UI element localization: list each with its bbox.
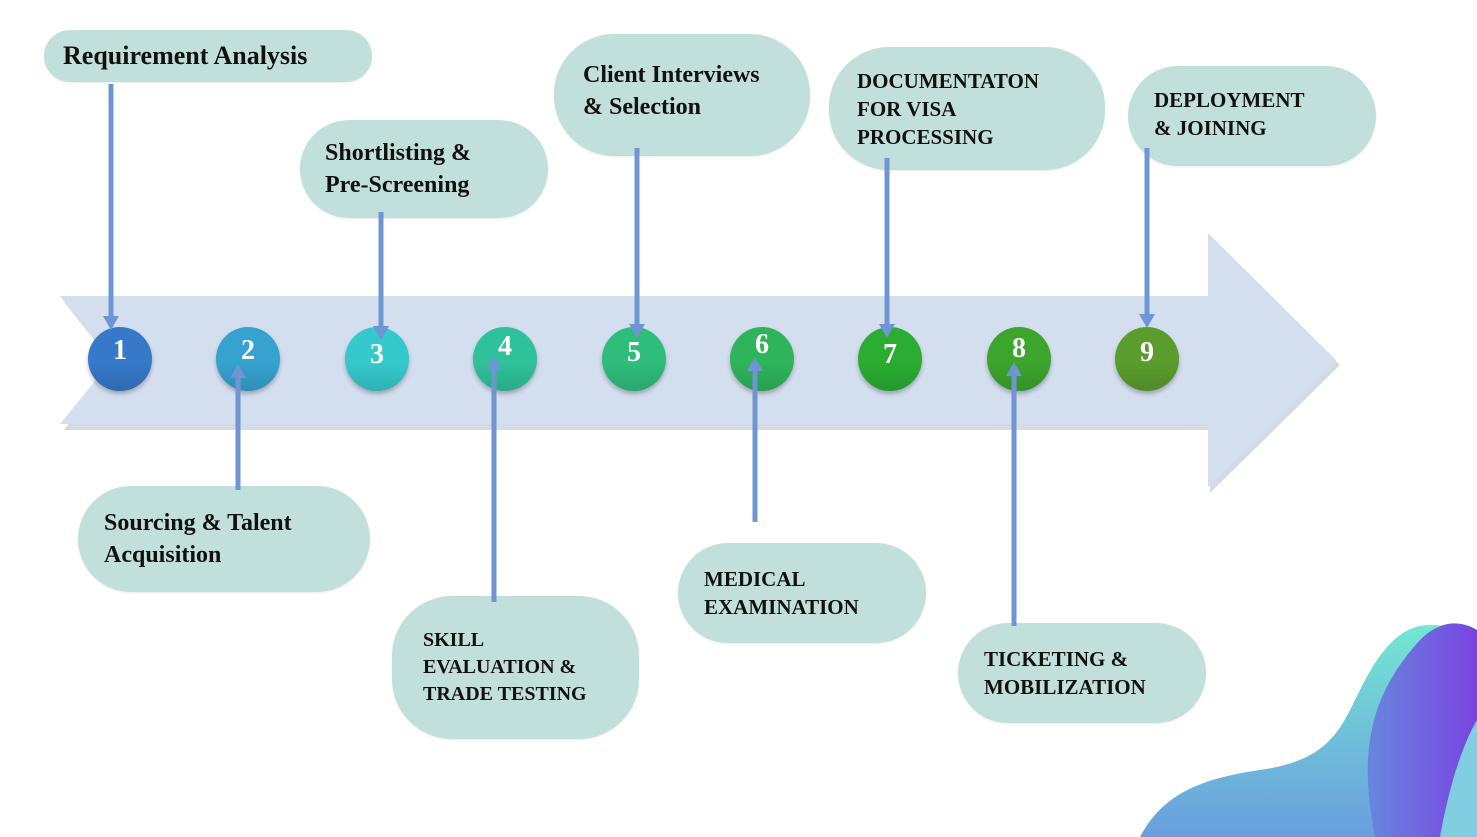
- step-label-text-2: Sourcing & Talent Acquisition: [104, 510, 292, 568]
- step-node-9: 9: [1115, 327, 1179, 391]
- step-label-text-6: MEDICAL EXAMINATION: [704, 567, 859, 619]
- connector-arrowhead-icon-2: [230, 364, 246, 378]
- step-number-8: 8: [1012, 333, 1026, 364]
- step-number-2: 2: [241, 335, 255, 366]
- step-number-7: 7: [883, 339, 897, 370]
- step-label-6: MEDICAL EXAMINATION: [678, 543, 926, 643]
- step-label-8: TICKETING & MOBILIZATION: [958, 623, 1206, 723]
- step-label-text-4: SKILL EVALUATION & TRADE TESTING: [423, 629, 587, 705]
- step-label-text-1: Requirement Analysis: [63, 41, 308, 70]
- step-number-9: 9: [1140, 337, 1154, 368]
- step-label-7: DOCUMENTATON FOR VISA PROCESSING: [829, 47, 1105, 170]
- step-number-4: 4: [498, 331, 512, 362]
- wave-purple: [1367, 623, 1477, 837]
- step-node-1: 1: [88, 327, 152, 391]
- step-node-8: 8: [987, 327, 1051, 391]
- step-label-9: DEPLOYMENT & JOINING: [1128, 66, 1376, 166]
- connector-arrowhead-icon-6: [747, 357, 763, 371]
- connector-6: [747, 357, 763, 522]
- connector-1: [103, 84, 119, 330]
- connector-8: [1006, 362, 1022, 626]
- connector-arrowhead-icon-5: [629, 324, 645, 338]
- connector-7: [879, 158, 895, 338]
- step-label-1: Requirement Analysis: [44, 30, 372, 82]
- connector-arrowhead-icon-3: [373, 326, 389, 340]
- step-label-5: Client Interviews & Selection: [554, 34, 810, 156]
- step-label-text-3: Shortlisting & Pre-Screening: [325, 140, 472, 198]
- step-label-text-8: TICKETING & MOBILIZATION: [984, 647, 1146, 699]
- step-number-3: 3: [370, 339, 384, 370]
- connector-9: [1139, 148, 1155, 328]
- connector-4: [486, 356, 502, 602]
- step-number-6: 6: [755, 329, 769, 360]
- step-label-4: SKILL EVALUATION & TRADE TESTING: [392, 596, 639, 739]
- step-label-2: Sourcing & Talent Acquisition: [78, 486, 370, 592]
- step-node-4: 4: [473, 327, 537, 391]
- step-label-3: Shortlisting & Pre-Screening: [300, 120, 548, 218]
- connector-arrowhead-icon-8: [1006, 362, 1022, 376]
- connector-2: [230, 364, 246, 490]
- step-number-1: 1: [113, 335, 127, 366]
- step-node-6: 6: [730, 327, 794, 391]
- connector-arrowhead-icon-7: [879, 324, 895, 338]
- step-label-text-5: Client Interviews & Selection: [583, 62, 760, 120]
- step-node-7: 7: [858, 327, 922, 391]
- connector-3: [373, 212, 389, 340]
- step-label-text-9: DEPLOYMENT & JOINING: [1154, 88, 1305, 140]
- step-node-3: 3: [345, 327, 409, 391]
- step-node-2: 2: [216, 327, 280, 391]
- connector-5: [629, 148, 645, 338]
- connector-arrowhead-icon-1: [103, 316, 119, 330]
- wave-light: [1440, 720, 1477, 837]
- step-number-5: 5: [627, 337, 641, 368]
- step-node-5: 5: [602, 327, 666, 391]
- connector-arrowhead-icon-9: [1139, 314, 1155, 328]
- connector-arrowhead-icon-4: [486, 356, 502, 370]
- step-label-text-7: DOCUMENTATON FOR VISA PROCESSING: [857, 68, 1040, 149]
